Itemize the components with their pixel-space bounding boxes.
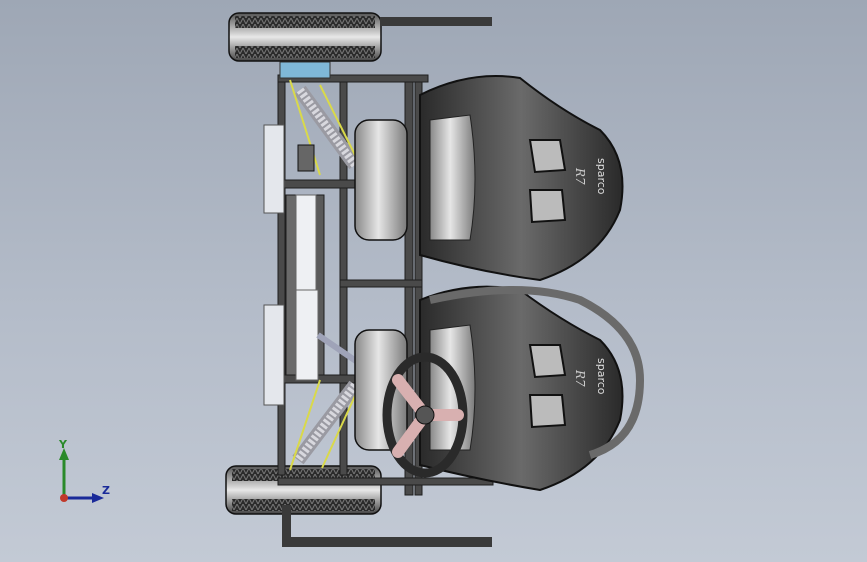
lower-shock-absorber[interactable] bbox=[289, 379, 361, 471]
lower-seat-badge: R7 bbox=[573, 369, 587, 387]
triad-arrows bbox=[59, 448, 104, 503]
triad-z-label: Z bbox=[102, 484, 110, 497]
bottom-wheel[interactable] bbox=[225, 465, 382, 515]
upper-shock-absorber[interactable] bbox=[279, 61, 361, 176]
top-wheel[interactable] bbox=[228, 12, 382, 62]
triad-y-label: Y bbox=[59, 438, 67, 451]
lower-seat[interactable] bbox=[354, 285, 624, 492]
upper-radiator[interactable] bbox=[263, 124, 317, 311]
bottom-axle-bar bbox=[282, 537, 492, 547]
upper-seat-badge: R7 bbox=[573, 167, 587, 185]
orientation-triad[interactable]: Y Z bbox=[52, 438, 122, 510]
top-axle-bar bbox=[380, 17, 492, 26]
bottom-axle-post bbox=[282, 505, 291, 547]
lower-radiator[interactable] bbox=[263, 289, 319, 406]
lower-seat-brand: sparco bbox=[595, 358, 608, 395]
chassis-frame[interactable] bbox=[277, 74, 494, 496]
upper-seat-brand: sparco bbox=[595, 158, 608, 195]
roll-hoop[interactable] bbox=[429, 286, 645, 459]
upper-seat[interactable] bbox=[354, 75, 624, 282]
steering-wheel[interactable] bbox=[382, 352, 468, 478]
